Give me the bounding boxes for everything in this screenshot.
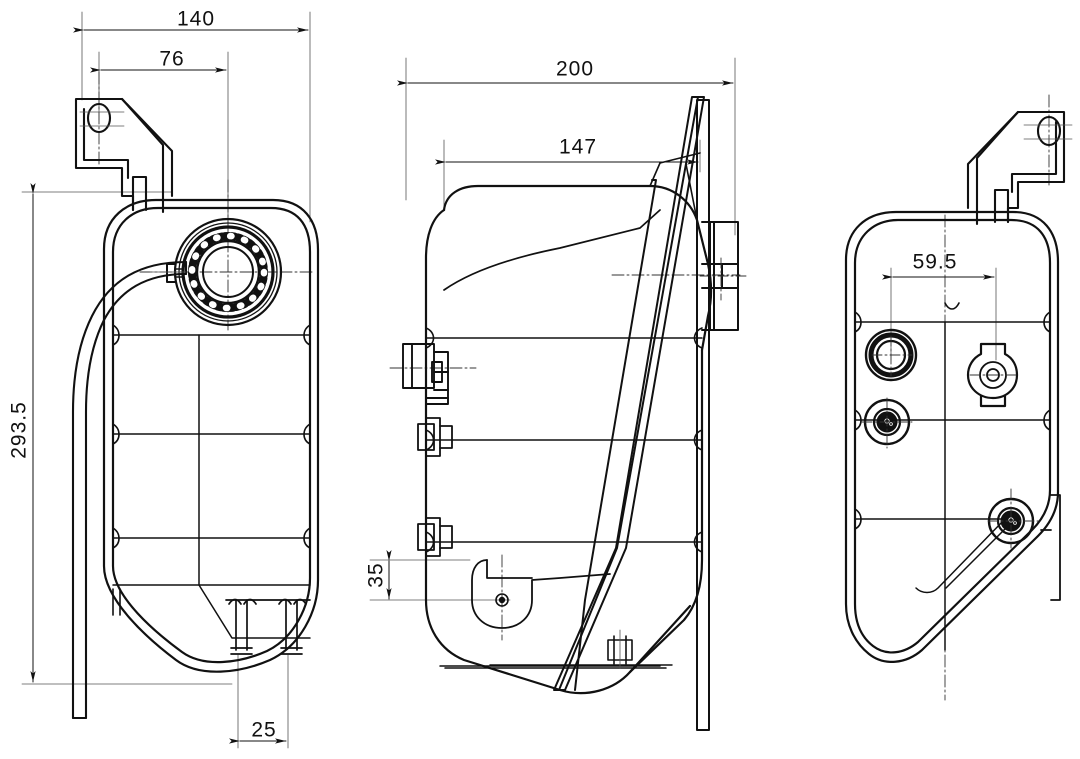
side-flange-rear [1040, 494, 1061, 601]
bracket-hole-right [1036, 115, 1062, 147]
bracket-hole-right-centre [1023, 124, 1073, 140]
tank-rib-notches [112, 324, 311, 549]
lower-right-port-side [607, 635, 633, 665]
tank-ribs-front [112, 334, 311, 586]
screw-boss-2-centre [987, 488, 1041, 549]
upper-port-side [402, 343, 449, 405]
outlet-pins-front [225, 598, 311, 655]
dim-147-text: 147 [559, 136, 597, 159]
dim-200-text: 200 [556, 58, 594, 81]
dim-35-text: 35 [365, 562, 388, 587]
screw-boss-1-centre [861, 397, 913, 449]
dim-25-text: 25 [251, 719, 276, 742]
tank-rib-notches-rear [854, 302, 1051, 530]
vent-blade-brace3 [685, 163, 698, 221]
mount-rail-side [696, 99, 710, 731]
dim-59-5-text: 59.5 [913, 251, 958, 274]
dim-140-text: 140 [177, 8, 215, 31]
hose-front [71, 260, 188, 720]
front-view [21, 11, 320, 749]
rear-view [844, 94, 1073, 701]
bracket-hole-left [86, 102, 112, 134]
vent-blade-side [553, 96, 705, 691]
bracket-hole-left-centre [79, 111, 125, 127]
mid-port-2-side [417, 517, 453, 557]
bracket-upper-left [74, 97, 174, 214]
tank-lower-diagonal [198, 584, 311, 639]
tank-ribs-side [425, 337, 703, 669]
vent-blade-brace2 [649, 162, 661, 187]
vent-blade-brace [659, 152, 701, 164]
dim-76-text: 76 [159, 48, 184, 71]
mid-port-1-side [417, 417, 453, 457]
dim-293-5-text: 293.5 [8, 401, 31, 459]
bracket-upper-right [966, 110, 1066, 226]
side-view [369, 57, 749, 731]
tank-tab-front [112, 588, 121, 616]
ring-port-centre [871, 335, 913, 377]
tank-inner-wall-side [443, 209, 661, 291]
tank-body-front [102, 198, 320, 673]
tank-lower-diagonal-rear [915, 518, 1009, 594]
tank-body-rear [844, 210, 1060, 663]
level-sensor-boss-side [471, 559, 611, 629]
